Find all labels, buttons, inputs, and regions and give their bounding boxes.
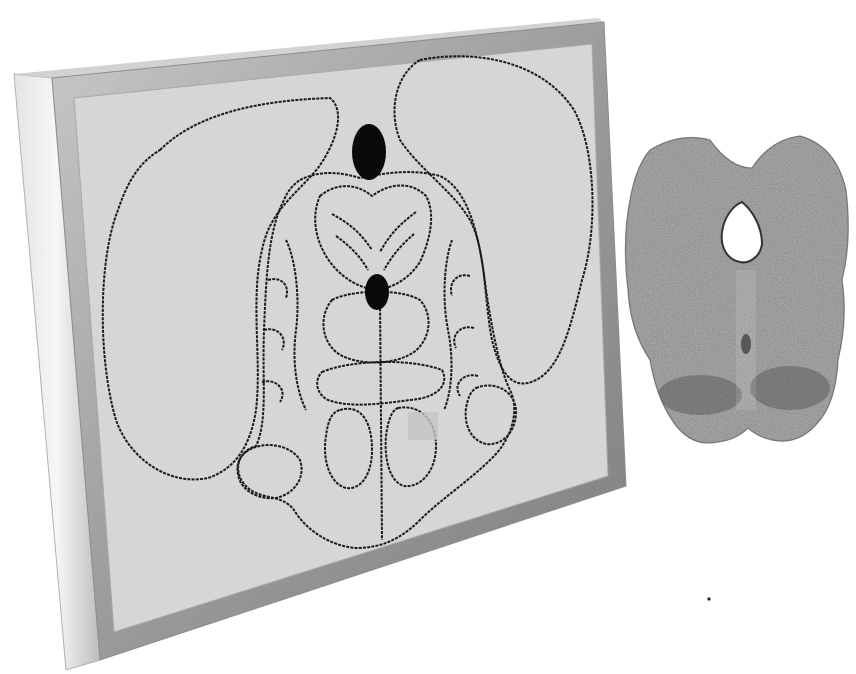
brainstem-histology-section-icon <box>620 130 856 450</box>
atlas-shaded-patch <box>408 412 438 440</box>
dark-nucleus-center <box>365 274 389 310</box>
atlas-panel-surface <box>74 44 608 632</box>
stray-dot <box>707 597 710 600</box>
atlas-panel <box>14 18 626 670</box>
dark-nucleus-top <box>352 124 386 180</box>
